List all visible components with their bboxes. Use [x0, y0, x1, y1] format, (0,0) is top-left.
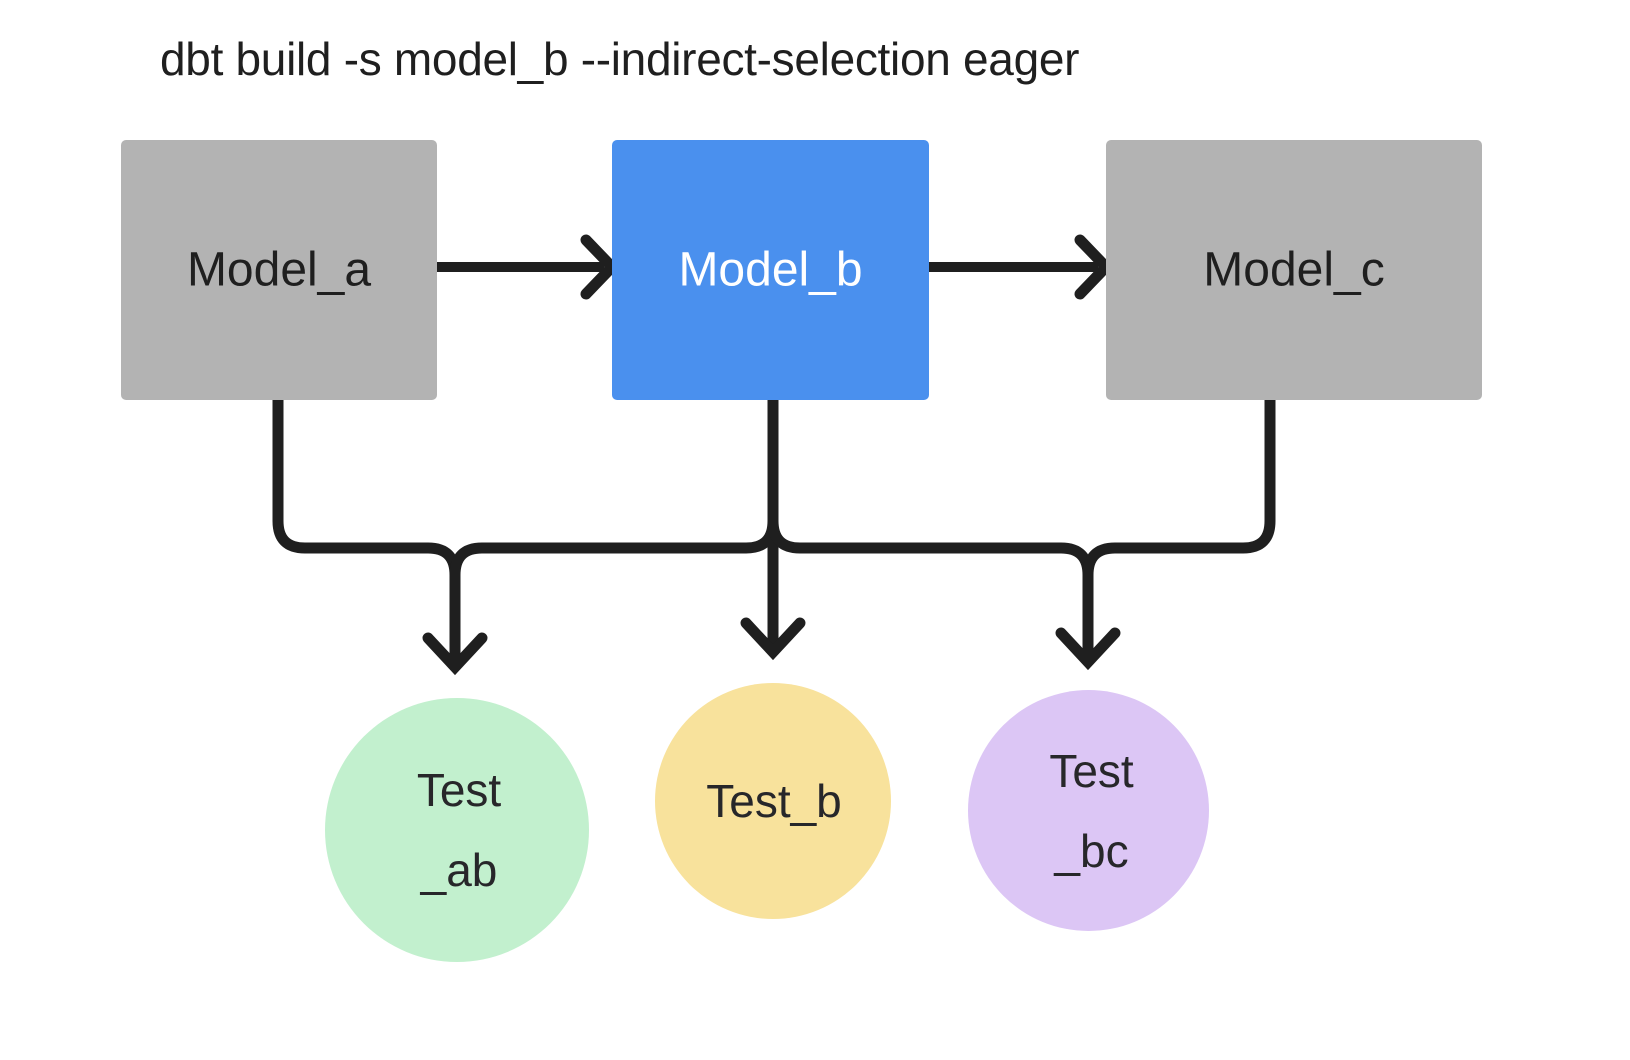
edge-model-b-to-model-c: [929, 234, 1114, 300]
node-test-ab-label-line1: Test: [416, 764, 502, 816]
arrowhead-down-test-ab: [422, 632, 488, 676]
node-test-bc[interactable]: Test _bc: [968, 690, 1209, 931]
node-model-b-label: Model_b: [678, 243, 863, 297]
edge-model-c-to-test-bc: [1082, 394, 1276, 661]
node-model-c-label: Model_c: [1203, 243, 1385, 297]
node-model-a[interactable]: Model_a: [121, 140, 437, 400]
node-model-b[interactable]: Model_b: [612, 140, 929, 400]
node-test-bc-label-line2: _bc: [1054, 824, 1129, 877]
node-model-a-label: Model_a: [186, 243, 372, 297]
node-test-ab[interactable]: Test _ab: [325, 698, 589, 962]
node-test-b-label-line1: Test_b: [706, 775, 842, 827]
arrowhead-down-test-bc: [1055, 627, 1121, 671]
node-model-c[interactable]: Model_c: [1106, 140, 1482, 400]
arrowhead-down-test-b: [740, 617, 806, 661]
node-test-ab-label-line2: _ab: [420, 844, 498, 896]
diagram-title: dbt build -s model_b --indirect-selectio…: [160, 33, 1080, 85]
edge-model-a-to-test-ab: [272, 394, 461, 666]
edge-model-a-to-model-b: [437, 234, 620, 300]
node-test-b[interactable]: Test_b: [655, 683, 891, 919]
edge-model-b-to-test-bc: [767, 394, 1094, 661]
edge-model-b-to-test-ab: [449, 394, 779, 666]
node-test-bc-label-line1: Test: [1049, 744, 1134, 797]
